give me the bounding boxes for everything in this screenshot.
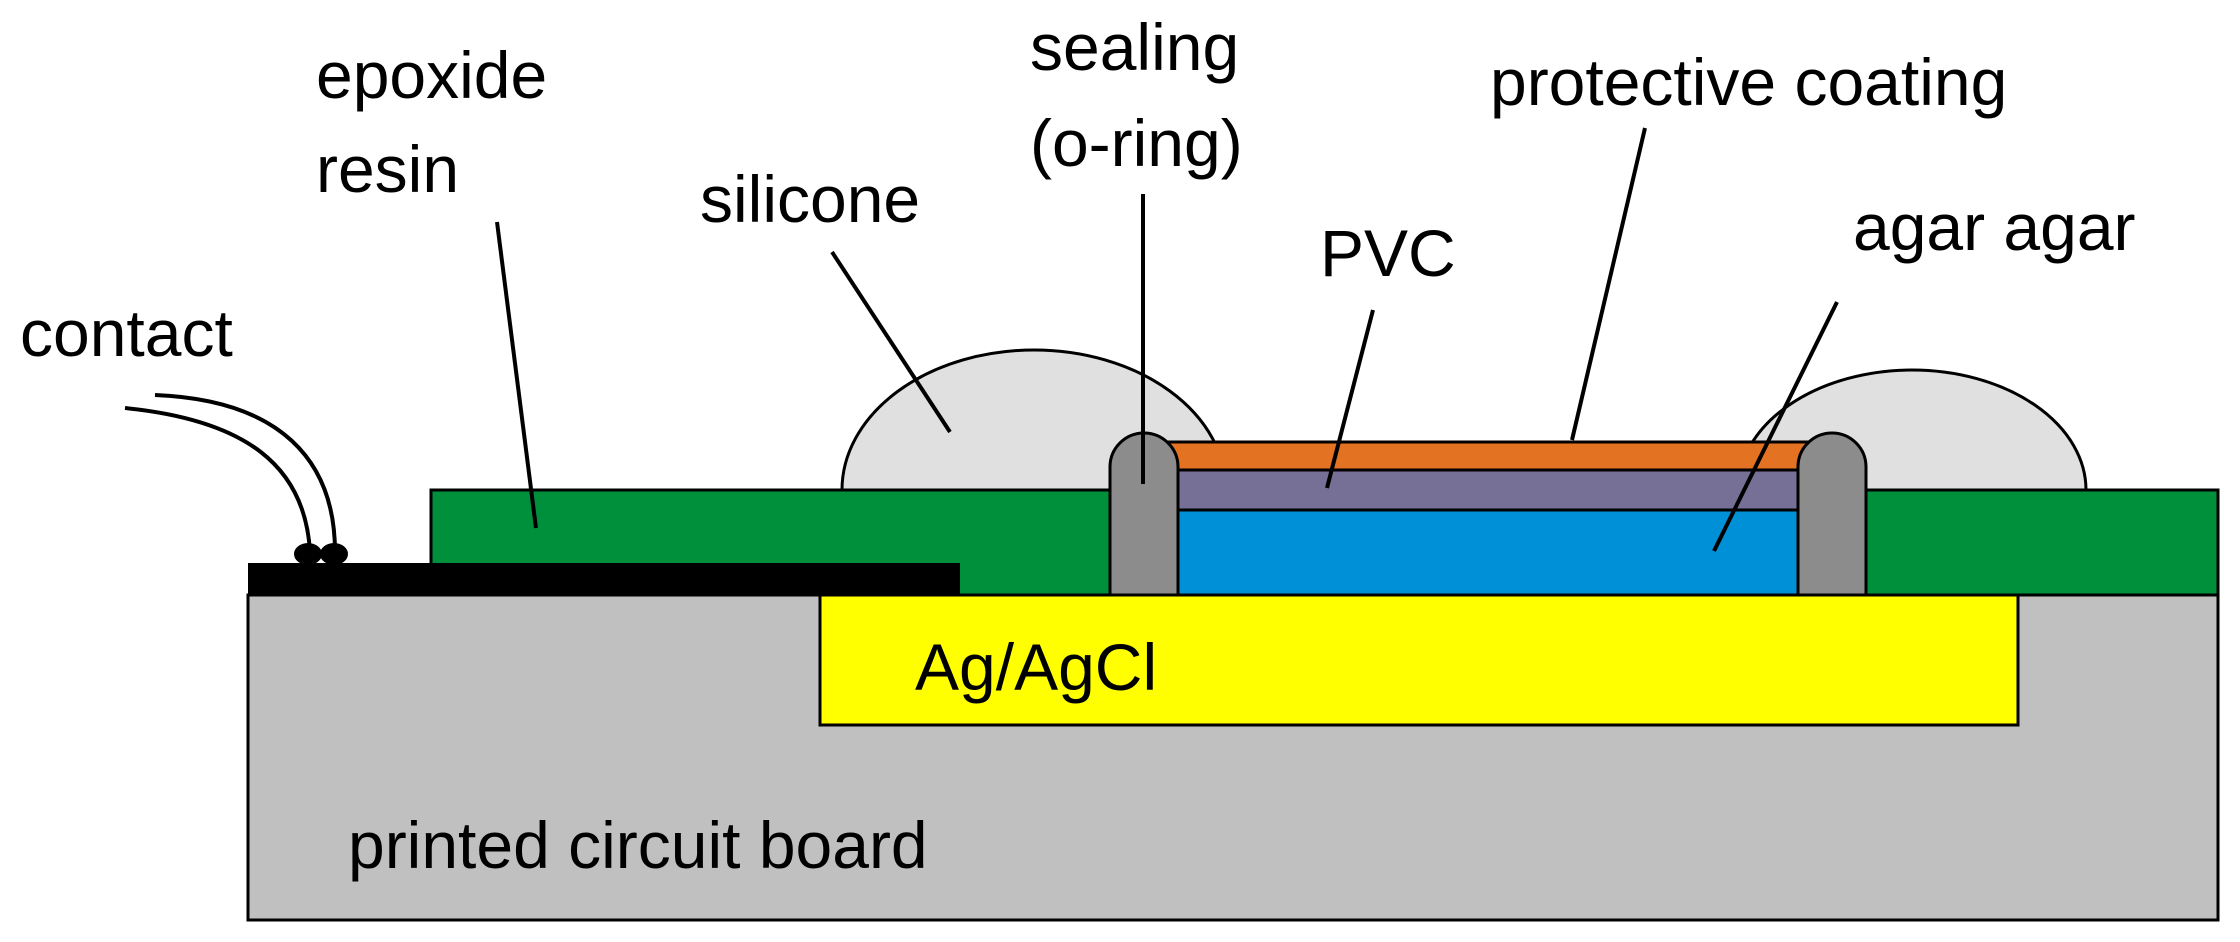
leader-protective-coating [1570,127,1647,441]
label-epoxide-line2: resin [316,132,459,206]
label-sealing-line1: sealing [1030,10,1239,84]
label-silicone: silicone [700,162,920,236]
leader-agar [1712,301,1839,552]
label-contact: contact [20,296,233,370]
label-sealing-line2: (o-ring) [1030,106,1243,180]
leader-silicone [830,250,952,434]
label-pvc: PVC [1320,216,1456,290]
label-protective-coating: protective coating [1490,45,2007,119]
agar-layer [1154,508,1814,597]
contact-strip [248,563,960,595]
protective-coating-layer [1154,440,1814,472]
pvc-layer [1154,468,1814,512]
label-epoxide-line1: epoxide [316,38,547,112]
solder-joint-1 [294,543,322,565]
solder-joint-2 [320,543,348,565]
label-agar: agar agar [1853,190,2136,264]
leader-epoxide [495,221,538,529]
label-electrode: Ag/AgCl [915,630,1157,704]
ag-agcl-electrode [818,593,2020,727]
leader-pvc [1325,309,1375,489]
contact-wire-outer [154,393,337,553]
oring-left [1108,431,1180,597]
contact-wire-inner [124,406,312,553]
label-pcb: printed circuit board [348,808,928,882]
oring-right [1796,431,1868,597]
